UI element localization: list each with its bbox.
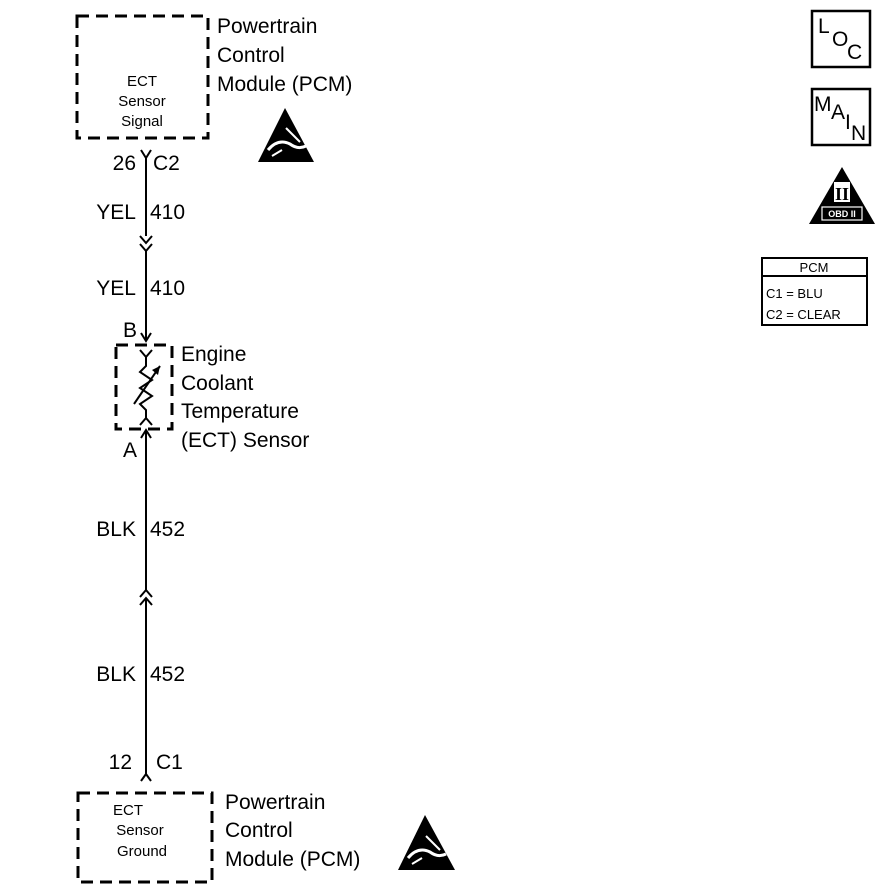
pcm-top-connector-id: C2: [153, 152, 180, 175]
pcm-bottom-title-line-2: Control: [225, 819, 293, 842]
main-icon[interactable]: M A I N: [810, 87, 872, 147]
pcm-bottom-box-outline: [76, 791, 214, 884]
pcm-top-module: ECT Sensor Signal Powertrain Control Mod…: [75, 14, 352, 140]
pcm-top-box-outline: [75, 14, 210, 140]
main-icon-letter-3: I: [845, 111, 851, 134]
obd-icon-numeral: II: [835, 184, 849, 204]
pcm-legend-title: PCM: [800, 260, 829, 275]
pcm-top-title-line-2: Control: [217, 44, 285, 67]
pcm-bottom-title-line-1: Powertrain: [225, 791, 325, 814]
loc-icon[interactable]: L O C: [810, 9, 872, 69]
wire-410-seg2-circuit: 410: [150, 277, 185, 300]
sensor-terminal-lower: [139, 416, 153, 426]
pcm-top-inner-line-1: ECT: [127, 73, 157, 90]
pcm-bottom-inner-line-1: ECT: [113, 802, 143, 819]
sensor-title-line-4: (ECT) Sensor: [181, 429, 309, 452]
pcm-bottom-module: ECT Sensor Ground Powertrain Control Mod…: [76, 791, 360, 884]
obd-ii-icon[interactable]: II OBD II: [809, 167, 875, 224]
pcm-bottom-pin-number: 12: [109, 751, 132, 774]
wire-410-seg2-color: YEL: [96, 277, 136, 300]
wire-452-seg1-circuit: 452: [150, 518, 185, 541]
pcm-legend-line-2: C2 = CLEAR: [766, 307, 841, 322]
inline-connector-410: [139, 235, 153, 253]
pcm-bottom-terminal-symbol: [140, 772, 152, 782]
pcm-top-inner-line-2: Sensor: [118, 93, 166, 110]
pcm-legend-line-1: C1 = BLU: [766, 286, 823, 301]
thermistor-symbol: [138, 357, 154, 418]
pcm-top-title-line-1: Powertrain: [217, 15, 317, 38]
pcm-top-pin-number: 26: [113, 152, 136, 175]
sensor-terminal-b-arrow: [140, 332, 152, 343]
sensor-title-line-2: Coolant: [181, 372, 254, 395]
loc-icon-letter-3: C: [847, 41, 862, 64]
loc-icon-letter-2: O: [832, 28, 848, 51]
ect-sensor: B A Engine Coolant Temperature (ECT) Sen…: [114, 319, 309, 462]
pcm-connector-legend: PCM C1 = BLU C2 = CLEAR: [761, 257, 868, 326]
sensor-pin-b-label: B: [123, 319, 137, 342]
main-icon-letter-1: M: [814, 93, 832, 116]
main-icon-letter-4: N: [851, 122, 866, 145]
obd-icon-label: OBD II: [828, 209, 856, 219]
wire-410-seg1-color: YEL: [96, 201, 136, 224]
wire-410-seg1-circuit: 410: [150, 201, 185, 224]
pcm-bottom-title-line-3: Module (PCM): [225, 848, 360, 871]
pcm-top-terminal-symbol: [140, 149, 152, 160]
ect-sensor-outline: [114, 343, 174, 431]
sensor-title-line-1: Engine: [181, 343, 246, 366]
main-icon-letter-2: A: [831, 101, 845, 124]
pcm-bottom-connector-id: C1: [156, 751, 183, 774]
esd-warning-icon: [258, 108, 314, 162]
esd-warning-icon: [398, 815, 455, 870]
pcm-top-inner-line-3: Signal: [121, 113, 163, 130]
sensor-terminal-upper: [139, 349, 153, 359]
wire-452-seg2-color: BLK: [96, 663, 136, 686]
loc-icon-letter-1: L: [818, 15, 830, 38]
wire-452-seg2-circuit: 452: [150, 663, 185, 686]
pcm-top-title-line-3: Module (PCM): [217, 73, 352, 96]
pcm-bottom-inner-line-2: Sensor: [116, 822, 164, 839]
sensor-pin-a-label: A: [123, 439, 137, 462]
pcm-bottom-inner-line-3: Ground: [117, 843, 167, 860]
sensor-title-line-3: Temperature: [181, 400, 299, 423]
wire-452-seg1-color: BLK: [96, 518, 136, 541]
